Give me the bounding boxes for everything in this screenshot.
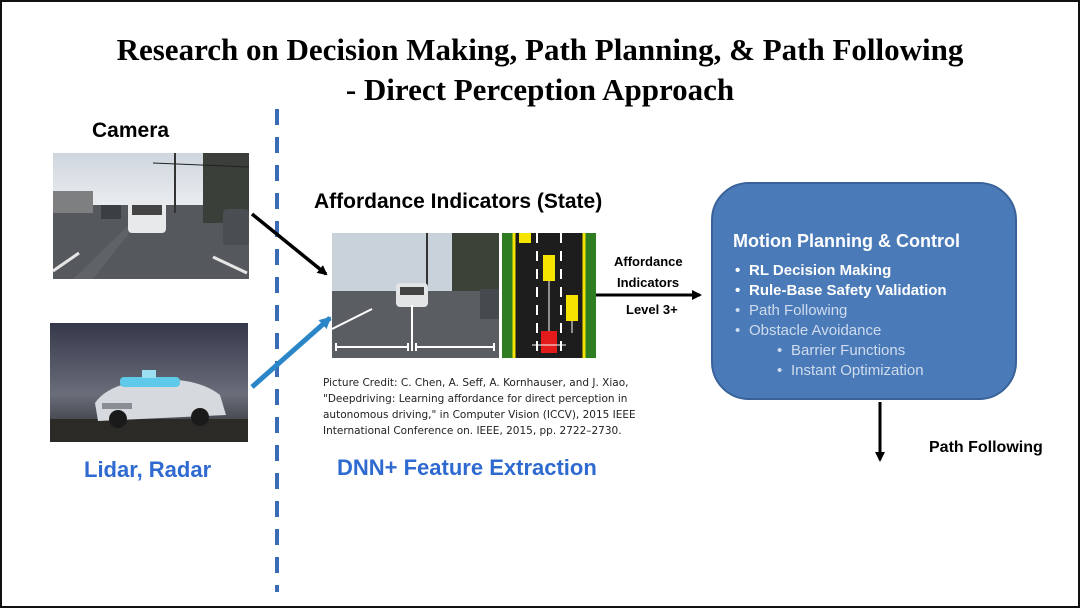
camera-image bbox=[53, 153, 249, 279]
bullet: • bbox=[777, 342, 783, 359]
bullet: • bbox=[777, 362, 783, 379]
list-item-path-following: •Path Following bbox=[735, 302, 848, 319]
camera-label: Camera bbox=[92, 119, 170, 142]
driving-scene-image bbox=[332, 233, 499, 358]
sub-item-barrier-functions: •Barrier Functions bbox=[777, 342, 906, 359]
camera-arrow bbox=[250, 212, 328, 276]
motion-planning-box: Motion Planning & Control •RL Decision M… bbox=[711, 182, 1017, 400]
bullet: • bbox=[735, 282, 741, 299]
slide-title-line-2: - Direct Perception Approach bbox=[345, 72, 735, 107]
bullet: • bbox=[735, 302, 741, 319]
picture-credit-caption: Picture Credit: C. Chen, A. Seff, A. Kor… bbox=[323, 377, 636, 437]
lane-map-image bbox=[502, 233, 596, 358]
list-item-obstacle-avoidance: •Obstacle Avoidance bbox=[735, 322, 882, 339]
bullet: • bbox=[735, 322, 741, 339]
arrow-label-affordance: Affordance bbox=[614, 254, 683, 269]
bullet: • bbox=[735, 262, 741, 279]
affordance-heading: Affordance Indicators (State) bbox=[314, 190, 603, 213]
path-following-output-label: Path Following bbox=[929, 439, 1043, 456]
motion-planning-title: Motion Planning & Control bbox=[733, 231, 960, 251]
lidar-arrow bbox=[250, 316, 332, 389]
sub-item-instant-optimization: •Instant Optimization bbox=[777, 362, 924, 379]
lidar-radar-label: Lidar, Radar bbox=[84, 457, 212, 482]
arrow-label-indicators: Indicators bbox=[617, 275, 680, 290]
slide-title-line-1: Research on Decision Making, Path Planni… bbox=[116, 32, 964, 67]
list-item-rl-decision: •RL Decision Making bbox=[735, 262, 892, 279]
dnn-feature-extraction-label: DNN+ Feature Extraction bbox=[337, 455, 597, 480]
lidar-car-image bbox=[50, 323, 248, 442]
list-item-rule-base: •Rule-Base Safety Validation bbox=[735, 282, 947, 299]
arrow-label-level: Level 3+ bbox=[626, 302, 678, 317]
